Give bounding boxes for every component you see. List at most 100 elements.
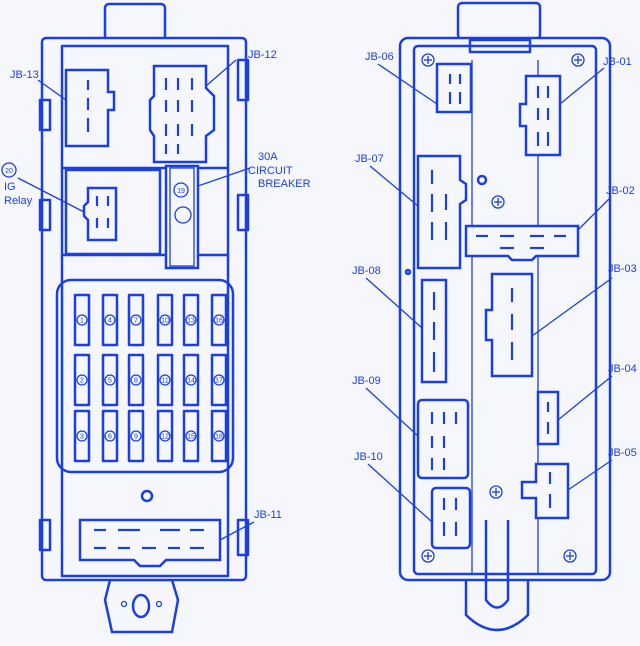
breaker-number: 19 (177, 188, 185, 195)
connector-jb04 (536, 390, 560, 446)
relay-number: 20 (5, 168, 13, 175)
fuse-body (182, 293, 200, 347)
fuse-body (73, 293, 91, 347)
fuse-number: 14 (187, 378, 195, 385)
fuse-number: 11 (161, 378, 168, 385)
fuse-number-circle (76, 430, 88, 442)
fuse-number: 13 (187, 318, 195, 325)
fuse-9: 9 (127, 409, 145, 463)
label-jb05: JB-05 (608, 447, 637, 459)
fuse-body (127, 409, 145, 463)
fuse-6: 6 (101, 409, 119, 463)
fuse-number: 16 (215, 318, 223, 325)
fuse-number-circle (213, 374, 225, 386)
fuse-body (182, 409, 200, 463)
fuse-number: 9 (134, 434, 138, 441)
label-jb10: JB-10 (354, 451, 383, 463)
connector-jb13 (64, 68, 116, 148)
fuse-number-circle (104, 374, 116, 386)
connector-jb01 (518, 74, 562, 157)
fuse-body (210, 409, 228, 463)
mount-hole-icon (131, 593, 151, 619)
fuse-number: 7 (134, 318, 138, 325)
breaker-label-breaker: BREAKER (258, 178, 311, 190)
right-junction-box: JB-06 JB-01 JB-07 JB-02 JB-08 JB-03 JB-0… (352, 1, 637, 632)
ig-relay (82, 186, 118, 242)
fuse-18: 18 (210, 409, 228, 463)
relay-label-relay: Relay (4, 195, 33, 207)
label-jb01: JB-01 (603, 56, 632, 68)
connector-jb06 (435, 62, 473, 114)
fuse-number: 18 (215, 434, 223, 441)
fuse-body (73, 409, 91, 463)
fuse-body (127, 353, 145, 407)
label-jb03: JB-03 (608, 263, 637, 275)
fuse-body (156, 409, 174, 463)
fuse-2: 2 (73, 353, 91, 407)
fuse-1: 1 (73, 293, 91, 347)
label-jb13: JB-13 (10, 69, 39, 81)
fuse-16: 16 (210, 293, 228, 347)
fuse-8: 8 (127, 353, 145, 407)
fuse-number: 3 (80, 434, 84, 441)
breaker-label-30a: 30A (258, 151, 278, 163)
fuse-number: 10 (161, 318, 169, 325)
label-jb08: JB-08 (352, 265, 381, 277)
fuse-number: 6 (108, 434, 112, 441)
fuse-7: 7 (127, 293, 145, 347)
fuse-12: 12 (156, 409, 174, 463)
connector-jb05 (520, 462, 570, 520)
fuse-number-circle (130, 314, 142, 326)
fuse-number: 12 (161, 434, 169, 441)
screw-hole-icon (140, 489, 154, 503)
fuse-number-circle (104, 314, 116, 326)
label-jb06: JB-06 (365, 51, 394, 63)
fuse-number: 15 (187, 434, 195, 441)
fuse-number-circle (213, 430, 225, 442)
fuse-number: 17 (215, 378, 223, 385)
fuse-number: 4 (108, 318, 112, 325)
label-jb07: JB-07 (355, 153, 384, 165)
fuse-number: 2 (80, 378, 84, 385)
connector-jb02 (464, 224, 580, 262)
connector-jb11 (78, 518, 222, 568)
right-bottom-tab (464, 573, 530, 632)
fuse-number: 5 (108, 378, 112, 385)
fuse-number-circle (185, 374, 197, 386)
fuse-17: 17 (210, 353, 228, 407)
left-bottom-tab (103, 578, 180, 634)
fuse-10: 10 (156, 293, 174, 347)
fuse-number-circle (76, 314, 88, 326)
connector-jb12 (148, 64, 216, 164)
label-jb09: JB-09 (352, 375, 381, 387)
breaker-label-circuit: CIRCUIT (248, 165, 293, 177)
fuse-body (156, 293, 174, 347)
fuse-3: 3 (73, 409, 91, 463)
fuse-body (101, 293, 119, 347)
connector-jb07 (416, 154, 468, 270)
fuse-14: 14 (182, 353, 200, 407)
label-jb11: JB-11 (254, 509, 282, 521)
pin-icon (120, 600, 128, 608)
label-jb12: JB-12 (248, 49, 277, 61)
fuse-body (101, 353, 119, 407)
fuse-number-circle (104, 430, 116, 442)
fuse-body (210, 353, 228, 407)
fuse-panel (55, 278, 235, 474)
fuse-body (210, 293, 228, 347)
connector-jb03 (484, 272, 534, 378)
fuse-4: 4 (101, 293, 119, 347)
fuse-number-circle (159, 374, 171, 386)
fuse-body (156, 353, 174, 407)
fuse-body (101, 409, 119, 463)
fuse-15: 15 (182, 409, 200, 463)
pin-icon (155, 600, 163, 608)
right-top-tab (456, 1, 542, 41)
circuit-breaker-30a (164, 164, 200, 270)
fuse-number-circle (130, 374, 142, 386)
fuse-body (182, 353, 200, 407)
fuse-number-circle (76, 374, 88, 386)
fuse-number-circle (213, 314, 225, 326)
